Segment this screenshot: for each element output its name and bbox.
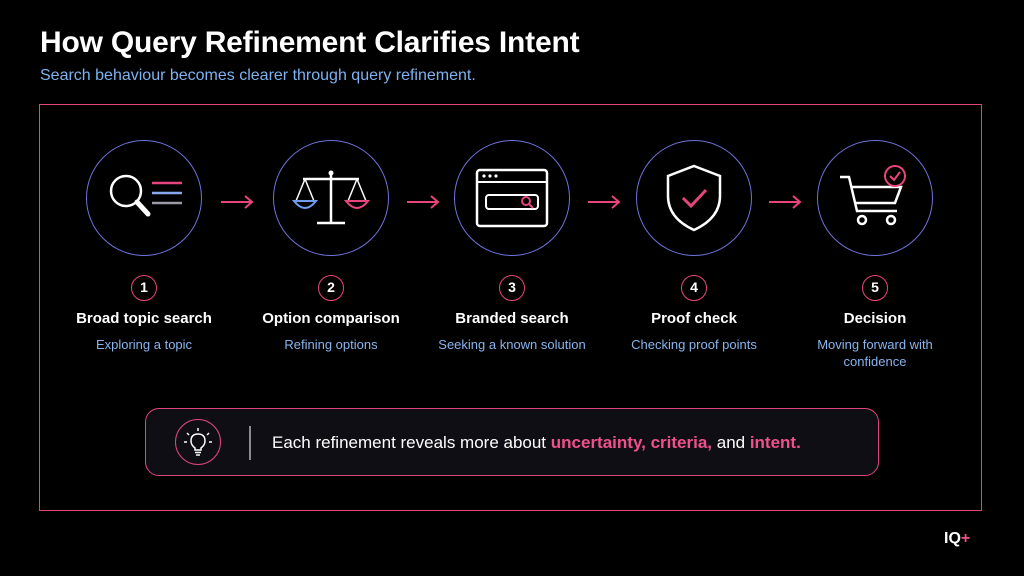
- step-1: 1 Broad topic search Exploring a topic: [49, 140, 239, 353]
- arrow-4-icon: [769, 195, 802, 209]
- page-title: How Query Refinement Clarifies Intent: [40, 26, 580, 59]
- step-3: 3 Branded search Seeking a known solutio…: [417, 140, 607, 353]
- browser-search-icon: [475, 168, 549, 228]
- balance-scale-icon: [291, 170, 371, 225]
- step-1-number: 1: [131, 275, 157, 301]
- step-2-icon-circle: [273, 140, 389, 256]
- callout-highlight-criteria: uncertainty, criteria,: [550, 433, 713, 452]
- step-2-description: Refining options: [284, 337, 378, 352]
- brand-logo: IQ+: [944, 530, 970, 548]
- callout-highlight-intent: intent.: [749, 433, 801, 452]
- step-1-icon-circle: [86, 140, 202, 256]
- step-3-number: 3: [499, 275, 525, 301]
- step-2-title: Option comparison: [262, 310, 400, 327]
- callout-lead: Each refinement reveals more about: [272, 433, 551, 452]
- step-1-title: Broad topic search: [76, 310, 212, 327]
- step-1-description: Exploring a topic: [95, 337, 193, 352]
- step-5-description: Moving forward with confidence: [817, 337, 933, 369]
- callout-divider: [249, 426, 251, 460]
- callout-text: Each refinement reveals more about uncer…: [272, 433, 801, 453]
- step-5: 5 Decision Moving forward with confidenc…: [780, 140, 970, 370]
- logo-plus: +: [960, 530, 971, 547]
- logo-text: IQ: [944, 530, 961, 547]
- step-3-description: Seeking a known solution: [438, 337, 586, 352]
- arrow-2-icon: [407, 195, 440, 209]
- step-5-number: 5: [862, 275, 888, 301]
- step-4: 4 Proof check Checking proof points: [599, 140, 789, 353]
- arrow-3-icon: [588, 195, 621, 209]
- page-subtitle: Search behaviour becomes clearer through…: [40, 67, 476, 84]
- arrow-1-icon: [221, 195, 254, 209]
- step-3-icon-circle: [454, 140, 570, 256]
- lightbulb-icon-circle: [175, 419, 221, 465]
- step-4-description: Checking proof points: [631, 337, 757, 352]
- step-5-title: Decision: [843, 310, 907, 327]
- step-3-title: Branded search: [455, 310, 569, 327]
- callout-middle: and: [712, 433, 750, 452]
- magnifier-with-lines-icon: [109, 174, 182, 217]
- step-5-icon-circle: [817, 140, 933, 256]
- lightbulb-icon: [184, 428, 212, 456]
- step-4-icon-circle: [636, 140, 752, 256]
- diagram-frame: [39, 104, 982, 511]
- step-2: 2 Option comparison Refining options: [236, 140, 426, 353]
- insight-callout: Each refinement reveals more about uncer…: [145, 408, 879, 476]
- step-4-number: 4: [681, 275, 707, 301]
- cart-check-icon: [840, 165, 906, 226]
- step-4-title: Proof check: [651, 310, 737, 327]
- step-2-number: 2: [318, 275, 344, 301]
- shield-check-icon: [666, 164, 722, 232]
